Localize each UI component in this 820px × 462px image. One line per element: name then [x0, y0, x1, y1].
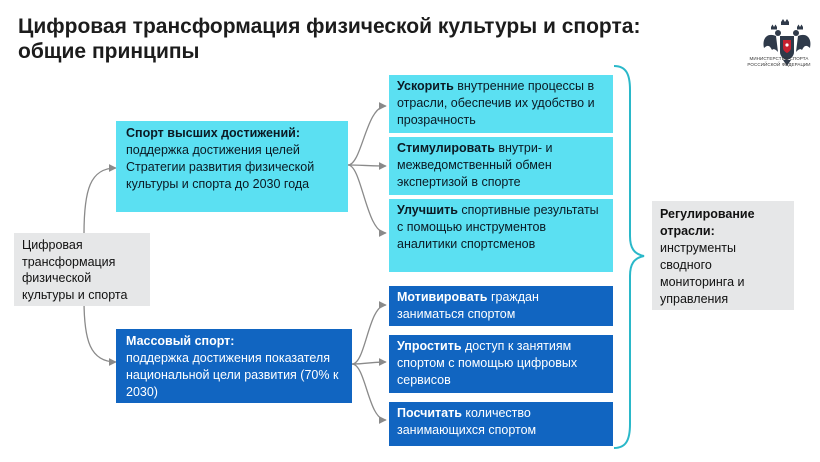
elite-item-improve: Улучшить спортивные результаты с помощью…	[389, 199, 613, 272]
ministry-emblem-icon	[763, 19, 811, 66]
mass-item-text: доступ к занятиям спортом с помощью цифр…	[397, 339, 578, 387]
elite-item-bold: Улучшить	[397, 203, 458, 217]
elite-sport-text: поддержка достижения целей Стратегии раз…	[126, 143, 315, 191]
arrow-mass-to-item-3	[351, 363, 387, 424]
regulation-heading: Регулирование отрасли:	[660, 207, 755, 238]
ministry-caption: МИНИСТЕРСТВО СПОРТА РОССИЙСКОЙ ФЕДЕРАЦИИ	[747, 56, 811, 67]
arrow-root-to-elite	[83, 164, 117, 235]
page-title-line-1: Цифровая трансформация физической культу…	[18, 15, 641, 38]
mass-item-bold: Посчитать	[397, 406, 462, 420]
elite-item-accelerate: Ускорить внутренние процессы в отрасли, …	[389, 75, 613, 133]
arrow-elite-to-item-1	[347, 102, 387, 166]
arrow-mass-to-item-2	[351, 358, 387, 366]
mass-item-simplify: Упростить доступ к занятиям спортом с по…	[389, 335, 613, 393]
mass-sport-box: Массовый спорт: поддержка достижения пок…	[116, 329, 352, 403]
mass-item-text: граждан заниматься спортом	[397, 290, 539, 321]
elite-sport-heading: Спорт высших достижений:	[126, 126, 301, 140]
page-title: Цифровая трансформация физической культу…	[18, 14, 738, 64]
elite-item-text: внутренние процессы в отрасли, обеспечив…	[397, 79, 595, 127]
root-box: Цифровая трансформация физической культу…	[14, 233, 150, 306]
regulation-text: инструменты сводного мониторинга и управ…	[660, 241, 745, 306]
mass-item-bold: Упростить	[397, 339, 462, 353]
mass-sport-text: поддержка достижения показателя национал…	[126, 351, 339, 399]
mass-sport-heading: Массовый спорт:	[126, 334, 235, 348]
arrow-elite-to-item-2	[347, 162, 387, 170]
elite-item-stimulate: Стимулировать внутри- и межведомственный…	[389, 137, 613, 195]
mass-item-text: количество занимающихся спортом	[397, 406, 537, 437]
arrow-elite-to-item-3	[347, 164, 387, 237]
right-brace	[613, 65, 645, 449]
page-title-line-2: общие принципы	[18, 40, 200, 63]
elite-item-bold: Стимулировать	[397, 141, 495, 155]
arrow-mass-to-item-1	[351, 301, 387, 365]
mass-item-bold: Мотивировать	[397, 290, 488, 304]
mass-item-motivate: Мотивировать граждан заниматься спортом	[389, 286, 613, 326]
elite-item-bold: Ускорить	[397, 79, 454, 93]
root-text: Цифровая трансформация физической культу…	[22, 238, 128, 302]
arrow-root-to-mass	[83, 299, 117, 366]
elite-item-text: внутри- и межведомственный обмен эксперт…	[397, 141, 553, 189]
mass-item-count: Посчитать количество занимающихся спорто…	[389, 402, 613, 446]
regulation-box: Регулирование отрасли: инструменты сводн…	[652, 201, 794, 310]
elite-item-text: спортивные результаты с помощью инструме…	[397, 203, 599, 251]
elite-sport-box: Спорт высших достижений: поддержка дости…	[116, 121, 348, 212]
